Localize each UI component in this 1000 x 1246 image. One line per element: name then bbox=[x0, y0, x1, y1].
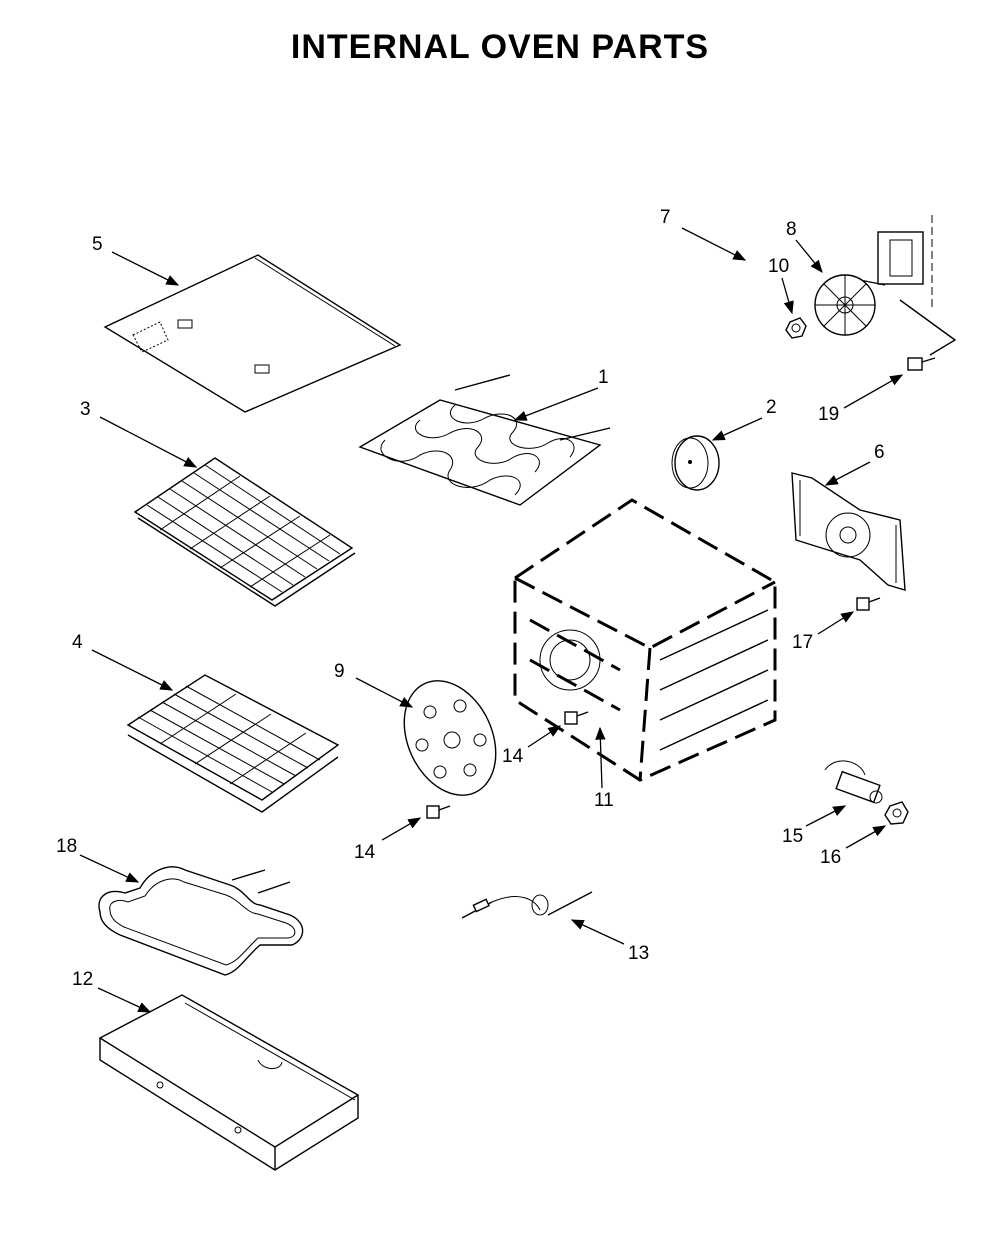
part-14-screw-lower bbox=[426, 805, 451, 819]
part-18-bake-element bbox=[98, 866, 304, 976]
callout-1: 1 bbox=[598, 367, 609, 388]
part-3-oven-rack bbox=[133, 457, 356, 607]
callout-12: 12 bbox=[72, 969, 93, 990]
part-10-nut bbox=[785, 317, 807, 339]
part-1-broil-element bbox=[358, 374, 611, 506]
part-5-panel bbox=[103, 254, 402, 413]
callout-4: 4 bbox=[72, 632, 83, 653]
callout-17: 17 bbox=[792, 632, 813, 653]
callout-7: 7 bbox=[660, 207, 671, 228]
callout-19: 19 bbox=[818, 404, 839, 425]
callout-10: 10 bbox=[768, 256, 789, 277]
part-16-nut bbox=[884, 801, 909, 825]
part-12-tray bbox=[98, 994, 360, 1171]
callout-6: 6 bbox=[874, 442, 885, 463]
callout-9: 9 bbox=[334, 661, 345, 682]
part-7-fan-motor-assembly bbox=[859, 215, 957, 356]
callout-13: 13 bbox=[628, 943, 649, 964]
callout-11: 11 bbox=[594, 790, 614, 811]
part-19-screw bbox=[907, 357, 936, 371]
part-11-oven-cavity bbox=[513, 498, 777, 782]
callout-8: 8 bbox=[786, 219, 797, 240]
part-13-probe bbox=[461, 891, 593, 919]
callout-2: 2 bbox=[766, 397, 777, 418]
callout-18: 18 bbox=[56, 836, 77, 857]
callout-14-upper: 14 bbox=[502, 746, 524, 767]
part-6-fan-housing bbox=[791, 472, 906, 591]
diagram-title: INTERNAL OVEN PARTS bbox=[290, 28, 710, 66]
callout-14-lower: 14 bbox=[354, 842, 376, 863]
part-15-sensor bbox=[824, 760, 883, 804]
part-2-disk bbox=[671, 435, 720, 491]
callout-16: 16 bbox=[820, 847, 841, 868]
part-9-plate bbox=[403, 680, 497, 796]
callout-15: 15 bbox=[782, 826, 803, 847]
part-4-rollout-rack bbox=[126, 674, 340, 813]
part-8-fan-blade bbox=[814, 274, 876, 336]
part-17-screw bbox=[856, 597, 881, 611]
callout-5: 5 bbox=[92, 234, 103, 255]
callout-3: 3 bbox=[80, 399, 91, 420]
part-14-screw-upper bbox=[564, 711, 589, 725]
